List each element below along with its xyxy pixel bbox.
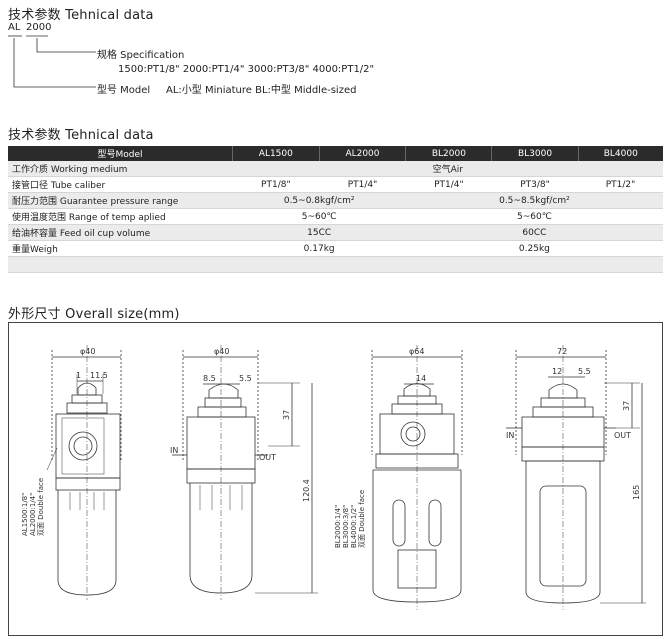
table-row	[8, 256, 663, 273]
dim-d64: φ64	[409, 347, 424, 356]
note-bl-3: BL4000:1/2"	[350, 505, 358, 548]
row-label: 接管口径 Tube caliber	[8, 176, 233, 193]
dim-d40a: φ40	[80, 347, 95, 356]
row-label: 工作介质 Working medium	[8, 161, 233, 177]
row-label: 给油杯容量 Feed oil cup volume	[8, 224, 233, 241]
note-al-1: AL1500:1/8"	[21, 493, 29, 536]
note-al-3: 双面 Double face	[37, 478, 45, 536]
dim-d72: 72	[557, 347, 567, 356]
note-bl-4: 双面 Double face	[358, 490, 366, 548]
section1-title: 技术参数 Tehnical data	[8, 8, 154, 23]
table-cell: 0.5~8.5kgf/cm²	[405, 192, 663, 209]
table-cell: 60CC	[405, 224, 663, 241]
table-cell: 0.5~0.8kgf/cm²	[232, 192, 406, 209]
note-bl-2: BL3000:3/8"	[342, 505, 350, 548]
label-in-d: IN	[506, 431, 514, 440]
table-cell	[405, 256, 663, 273]
model-values: AL:小型 Miniature BL:中型 Middle-sized	[166, 85, 357, 96]
dim-d37d: 37	[622, 401, 631, 411]
table-cell: 0.17kg	[232, 240, 406, 257]
dim-d12: 12	[552, 367, 562, 376]
dim-d11: 11.5	[90, 371, 108, 380]
dim-d165: 165	[632, 485, 641, 500]
table-cell: 5~60℃	[405, 208, 663, 225]
drawing-bl-side	[506, 345, 646, 610]
drawing-al-side	[172, 345, 318, 600]
port-notes: AL1500:1/8" AL2000:1/4" 双面 Double face B…	[21, 478, 366, 548]
row-label: 重量Weigh	[8, 240, 233, 257]
table-header-model: 型号Model	[8, 146, 233, 161]
table-cell: 空气Air	[232, 161, 663, 177]
drawing-bl-front	[371, 345, 463, 610]
dim-d14: 14	[416, 374, 426, 383]
table-header-bl3000: BL3000	[491, 146, 579, 161]
note-al-2: AL2000:1/4"	[29, 493, 37, 536]
drawing-al-front	[46, 345, 122, 600]
label-in-b: IN	[170, 446, 178, 455]
section3-title: 外形尺寸 Overall size(mm)	[8, 307, 180, 322]
table-cell: 0.25kg	[405, 240, 663, 257]
dimension-labels: φ40 1 11.5 φ40 8.5 5.5 IN OUT 37 120.4 φ…	[76, 347, 641, 502]
table-header-al2000: AL2000	[319, 146, 407, 161]
label-out-d: OUT	[614, 431, 631, 440]
table-cell: PT1/2"	[578, 176, 663, 193]
table-cell: PT1/4"	[405, 176, 492, 193]
section2-title: 技术参数 Tehnical data	[8, 128, 154, 143]
dim-d40b: φ40	[214, 347, 229, 356]
note-bl-1: BL2000:1/4"	[334, 505, 342, 548]
spec-values: 1500:PT1/8" 2000:PT1/4" 3000:PT3/8" 4000…	[118, 64, 375, 75]
table-cell: 5~60℃	[232, 208, 406, 225]
code-bracket-lines	[8, 35, 96, 88]
code-prefix: AL	[8, 22, 21, 33]
row-label: 使用温度范围 Range of temp aplied	[8, 208, 233, 225]
table-cell: PT1/4"	[319, 176, 406, 193]
table-cell: 15CC	[232, 224, 406, 241]
dim-d37b: 37	[282, 410, 291, 420]
table-cell: PT1/8"	[232, 176, 320, 193]
dim-d85: 8.5	[203, 374, 216, 383]
dim-d1: 1	[76, 371, 81, 380]
spec-label: 规格 Specification	[97, 50, 185, 61]
row-label	[8, 256, 233, 273]
dim-d55d: 5.5	[578, 367, 591, 376]
table-header-bl2000: BL2000	[405, 146, 493, 161]
table-cell	[232, 256, 406, 273]
dim-d1204: 120.4	[302, 479, 311, 502]
row-label: 耐压力范围 Guarantee pressure range	[8, 192, 233, 209]
dim-d55b: 5.5	[239, 374, 252, 383]
table-header-al1500: AL1500	[232, 146, 320, 161]
model-label: 型号 Model	[97, 85, 151, 96]
drawing-frame	[8, 322, 663, 636]
label-out-b: OUT	[259, 453, 276, 462]
table-header-bl4000: BL4000	[578, 146, 663, 161]
code-number: 2000	[26, 22, 52, 33]
table-cell: PT3/8"	[491, 176, 579, 193]
